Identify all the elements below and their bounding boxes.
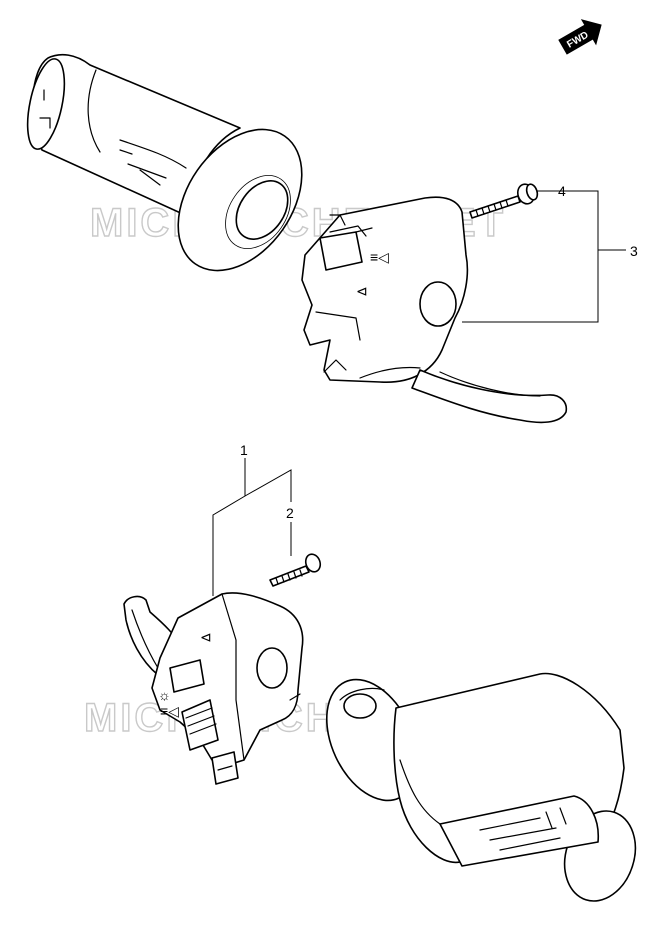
screw-bottom xyxy=(269,553,322,587)
right-handlebar-switch: ≡◁ ⊲ xyxy=(301,196,568,424)
light-marking: ☼ xyxy=(158,687,171,703)
forward-arrow-icon xyxy=(558,19,602,55)
leader-1-left xyxy=(212,458,246,596)
horn-marking-left: ⊲ xyxy=(200,629,212,645)
callout-1: 1 xyxy=(240,442,248,458)
leader-3 xyxy=(462,190,599,323)
screw-top xyxy=(469,183,539,219)
left-handlebar-switch: ⊲ ☼ ≡◁ xyxy=(123,592,304,785)
callout-2: 2 xyxy=(286,505,294,521)
beam-marking-left: ≡◁ xyxy=(160,703,179,719)
callout-3: 3 xyxy=(630,243,638,259)
beam-marking: ≡◁ xyxy=(370,249,389,265)
left-handlebar-grip xyxy=(26,53,303,272)
callout-4: 4 xyxy=(558,183,566,199)
horn-marking: ⊲ xyxy=(356,283,368,299)
right-handlebar-grip xyxy=(325,672,637,902)
fwd-badge: FWD xyxy=(558,19,602,55)
leader-1-right xyxy=(244,469,292,502)
